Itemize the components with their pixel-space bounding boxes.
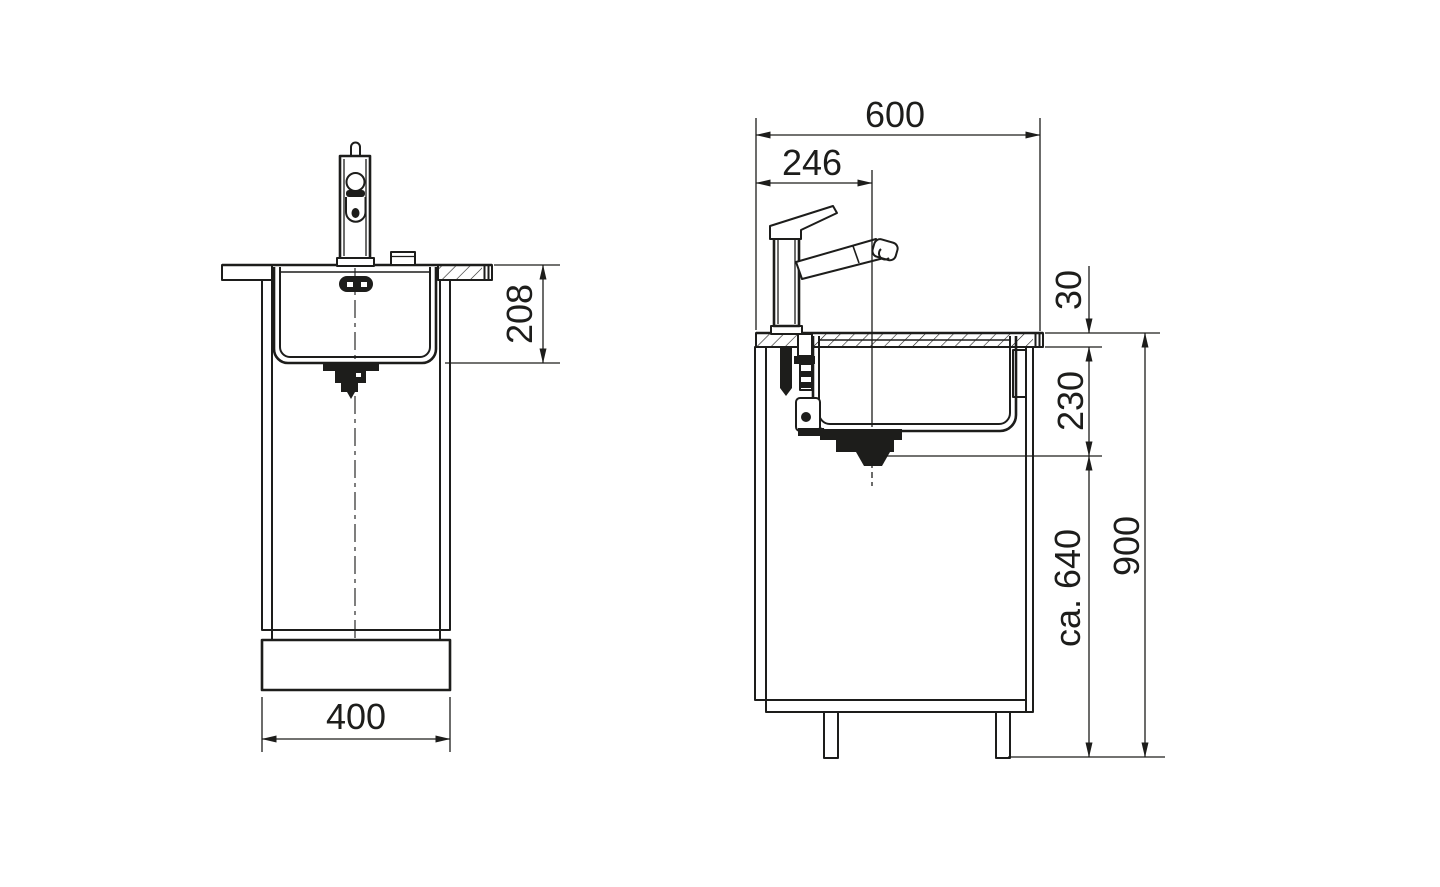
faucet-lever bbox=[769, 205, 838, 240]
dim-under-clearance-label: ca. 640 bbox=[1047, 529, 1088, 647]
accessory-knob bbox=[390, 251, 416, 266]
accessory-knob-body bbox=[390, 251, 416, 266]
worktop-left-block bbox=[221, 264, 273, 281]
faucet-spout bbox=[795, 238, 885, 280]
worktop-right-hatch bbox=[438, 265, 482, 280]
cabinet-front bbox=[260, 279, 452, 692]
faucet-base bbox=[336, 257, 375, 267]
cabinet-bottom-panel bbox=[765, 699, 1027, 713]
drain-side bbox=[820, 429, 902, 486]
front-view: 208 400 bbox=[221, 141, 560, 752]
cabinet-right-wall bbox=[439, 279, 451, 631]
drain-flange bbox=[820, 429, 902, 440]
drain-detail bbox=[356, 373, 361, 377]
dim-bowl-depth-side: 230 bbox=[882, 346, 1102, 457]
overflow-slot bbox=[339, 276, 373, 292]
cabinet-back-panel bbox=[1025, 346, 1034, 713]
bowl-inner bbox=[279, 267, 431, 358]
tap-shank-detail bbox=[800, 371, 812, 377]
drain-body bbox=[335, 371, 366, 383]
cabinet-leg-back bbox=[995, 711, 1011, 759]
cabinet-left-wall bbox=[261, 279, 273, 631]
cabinet-bottom-panel bbox=[271, 629, 441, 641]
dim-worktop-thickness-label: 30 bbox=[1048, 270, 1089, 310]
tap-shank-detail bbox=[800, 382, 812, 388]
dim-worktop-depth-label: 600 bbox=[865, 94, 925, 135]
faucet-pin bbox=[350, 141, 361, 156]
cabinet-back-rail bbox=[1012, 349, 1027, 398]
drain-outlet bbox=[341, 383, 358, 392]
dim-worktop-depth: 600 bbox=[755, 94, 1041, 331]
faucet-front bbox=[336, 141, 375, 267]
bowl-outer bbox=[811, 336, 1018, 433]
dim-worktop-height: 900 bbox=[1106, 332, 1149, 758]
faucet-aerator bbox=[878, 248, 890, 261]
drain-front bbox=[323, 363, 379, 399]
dim-cabinet-width-label: 400 bbox=[326, 696, 386, 737]
dim-bowl-depth-front: 208 bbox=[445, 264, 560, 364]
faucet-slot-dot bbox=[351, 208, 360, 218]
dim-bowl-depth-label: 208 bbox=[499, 284, 540, 344]
faucet-side bbox=[769, 205, 899, 335]
dim-cabinet-width: 400 bbox=[261, 696, 451, 752]
sink-bowl-side bbox=[811, 336, 1018, 433]
drain-tip bbox=[347, 392, 355, 399]
faucet-spout-joint bbox=[852, 245, 860, 264]
drain-body bbox=[836, 440, 894, 452]
drain-tailpiece bbox=[856, 452, 890, 466]
worktop-front bbox=[221, 263, 493, 281]
cabinet-leg-front bbox=[823, 711, 839, 759]
faucet-lever-ball bbox=[345, 172, 366, 192]
tap-hardware-side bbox=[780, 333, 824, 436]
bowl-inner bbox=[818, 336, 1011, 425]
cabinet-front-wall bbox=[754, 346, 767, 701]
dim-bowl-depth-side-label: 230 bbox=[1050, 371, 1091, 431]
overflow-slot-detail bbox=[347, 282, 353, 287]
cabinet-plinth bbox=[260, 638, 452, 692]
dim-tap-offset: 246 bbox=[755, 142, 873, 187]
dim-under-clearance: ca. 640 bbox=[1047, 455, 1093, 758]
bracket-base bbox=[798, 428, 824, 436]
dim-worktop-thickness: 30 bbox=[1045, 266, 1160, 348]
drain-flange bbox=[323, 363, 379, 371]
bracket-bolt bbox=[801, 412, 811, 422]
overflow-slot-detail bbox=[361, 282, 367, 287]
supply-hose bbox=[780, 348, 792, 396]
tap-shank bbox=[797, 333, 813, 357]
dim-worktop-height-label: 900 bbox=[1106, 516, 1147, 576]
faucet-band bbox=[346, 190, 365, 197]
tap-nut bbox=[794, 356, 815, 364]
side-view: 600 246 30 230 ca. 640 900 bbox=[754, 94, 1165, 759]
worktop-hatch-front bbox=[756, 333, 800, 347]
dim-tap-offset-label: 246 bbox=[782, 142, 842, 183]
